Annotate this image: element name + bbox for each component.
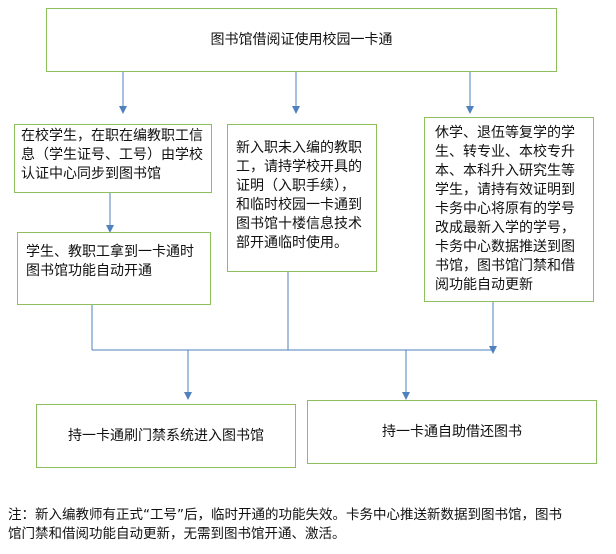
title-box: 图书馆借阅证使用校园一卡通 [46,8,557,72]
footnote: 注：新入编教师有正式“工号”后，临时开通的功能失效。卡务中心推送新数据到图书馆，… [8,507,562,542]
left-result-box: 学生、教职工拿到一卡通时图书馆功能自动开通 [17,232,211,305]
left-result-text: 学生、教职工拿到一卡通时图书馆功能自动开通 [26,244,194,279]
branch-mid-box: 新入职未入编的教职工，请持学校开具的证明（入职手续），和临时校园一卡通到图书馆十… [227,124,377,272]
branch-left-text: 在校学生，在职在编教职工信息（学生证号、工号）由学校认证中心同步到图书馆 [21,128,203,182]
branch-left-box: 在校学生，在职在编教职工信息（学生证号、工号）由学校认证中心同步到图书馆 [14,124,212,193]
bottom-left-text: 持一卡通刷门禁系统进入图书馆 [68,427,264,444]
branch-right-text: 休学、退伍等复学的学生、转专业、本校专升本、本科升入研究生等学生，请持有效证明到… [435,125,575,293]
branch-mid-text: 新入职未入编的教职工，请持学校开具的证明（入职手续），和临时校园一卡通到图书馆十… [236,140,362,251]
branch-right-box: 休学、退伍等复学的学生、转专业、本校专升本、本科升入研究生等学生，请持有效证明到… [424,117,594,302]
bottom-left-box: 持一卡通刷门禁系统进入图书馆 [36,404,296,468]
bottom-right-text: 持一卡通自助借还图书 [382,423,522,440]
bottom-right-box: 持一卡通自助借还图书 [307,400,597,464]
title-box-text: 图书馆借阅证使用校园一卡通 [210,31,393,48]
